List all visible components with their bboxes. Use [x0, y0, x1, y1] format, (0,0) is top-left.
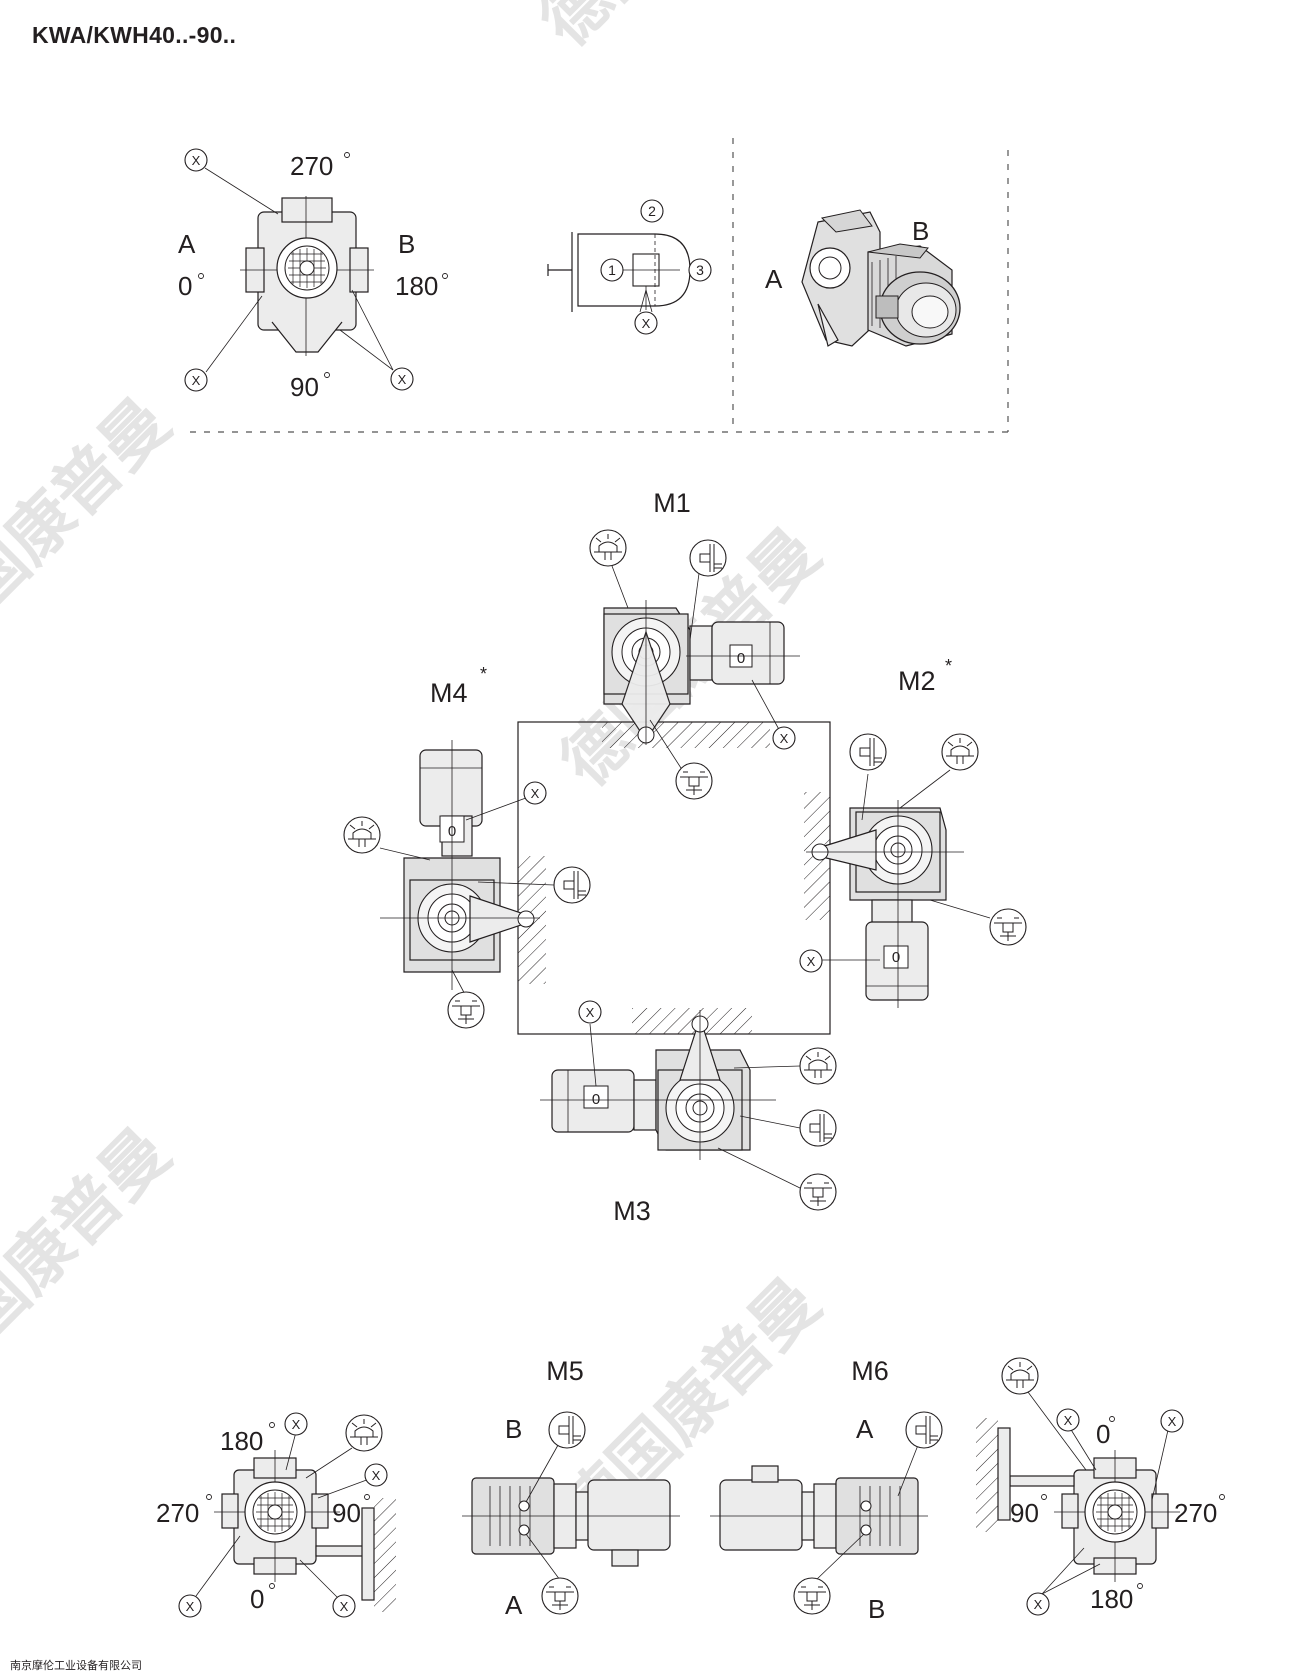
m4-gearmotor — [380, 740, 540, 990]
bl-angle-0-label: 0 — [250, 1584, 264, 1614]
top-left-leaders — [184, 148, 414, 392]
bottom-right-markers — [1001, 1357, 1184, 1616]
m5-label: M5 — [546, 1356, 584, 1386]
m1-terminal-label: 0 — [737, 650, 745, 667]
position-1-label: 1 — [608, 262, 616, 278]
m5-gearmotor — [462, 1477, 680, 1567]
angle-270-label: 270 — [290, 151, 333, 181]
gearmotor-side-b-label: B — [912, 216, 929, 246]
gearmotor-illustration — [801, 209, 961, 347]
m5-markers — [525, 1411, 586, 1615]
side-b-label: B — [398, 229, 415, 259]
watermark-1: 德国康普曼 — [527, 0, 815, 61]
watermark-4: 德国康普曼 — [0, 1114, 185, 1402]
hatch-bottom — [632, 1008, 752, 1034]
bl-angle-270-label: 270 — [156, 1498, 199, 1528]
gearmotor-side-a-label: A — [765, 264, 783, 294]
side-a-label: A — [178, 229, 196, 259]
m6-side-a-label: A — [856, 1414, 874, 1444]
bl-angle-90-label: 90 — [332, 1498, 361, 1528]
m6-markers — [793, 1411, 943, 1615]
angle-0-label: 0 — [178, 271, 192, 301]
footer-company: 南京摩伦工业设备有限公司 — [10, 1659, 142, 1672]
side-schematic: 1 2 3 — [547, 199, 712, 335]
m3-terminal-label: 0 — [592, 1091, 600, 1108]
m5-side-a-label: A — [505, 1590, 523, 1620]
m5-side-b-label: B — [505, 1414, 522, 1444]
bl-angle-180-label: 180 — [220, 1426, 263, 1456]
m4-terminal-label: 0 — [448, 823, 456, 840]
m1-gearmotor — [603, 600, 800, 745]
m6-label: M6 — [851, 1356, 889, 1386]
bottom-right-gearbox — [976, 1418, 1180, 1582]
m6-gearmotor — [710, 1465, 928, 1555]
hatch-top — [602, 722, 770, 748]
top-left-gearbox — [240, 196, 374, 356]
m4-markers — [343, 781, 591, 1029]
m1-markers — [589, 529, 796, 800]
bottom-left-markers — [178, 1412, 388, 1618]
watermark-2: 德国康普曼 — [0, 384, 185, 672]
m2-star: * — [945, 656, 952, 676]
position-3-label: 3 — [696, 262, 704, 278]
bottom-left-gearbox — [214, 1450, 396, 1612]
m1-label: M1 — [653, 488, 691, 518]
m3-markers — [578, 1000, 837, 1211]
m4-label: M4 — [430, 678, 468, 708]
m4-star: * — [480, 664, 487, 684]
m2-label: M2 — [898, 666, 936, 696]
position-2-label: 2 — [648, 203, 656, 219]
m2-markers — [799, 733, 1027, 973]
br-angle-90-label: 90 — [1010, 1498, 1039, 1528]
m6-side-b-label: B — [868, 1594, 885, 1624]
m2-gearmotor — [806, 800, 964, 1008]
br-angle-270-label: 270 — [1174, 1498, 1217, 1528]
br-angle-180-label: 180 — [1090, 1584, 1133, 1614]
m3-label: M3 — [613, 1196, 651, 1226]
m3-gearmotor — [540, 1010, 776, 1160]
page-title: KWA/KWH40..-90.. — [32, 22, 237, 48]
angle-90-label: 90 — [290, 372, 319, 402]
br-angle-0-label: 0 — [1096, 1419, 1110, 1449]
angle-180-label: 180 — [395, 271, 438, 301]
m2-terminal-label: 0 — [892, 949, 900, 966]
